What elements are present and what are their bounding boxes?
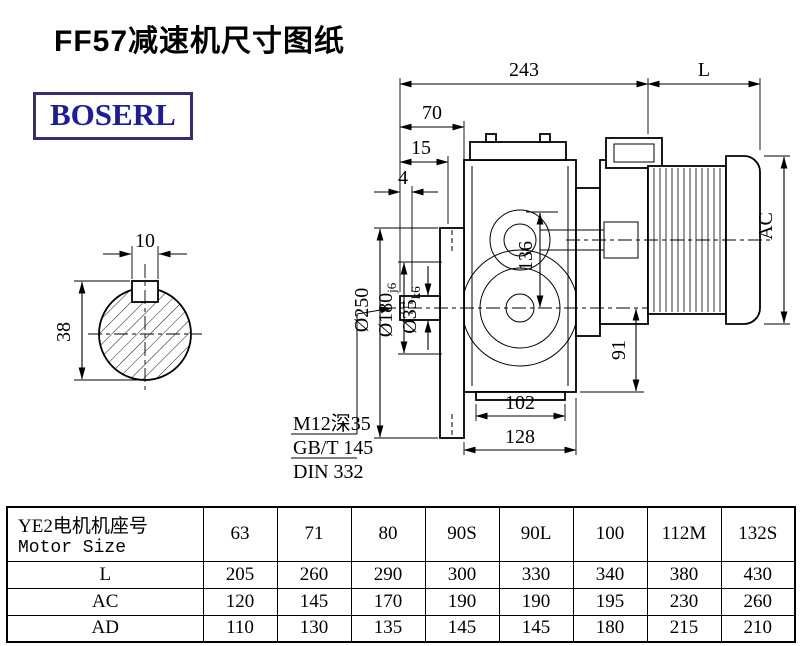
cell: 430 bbox=[720, 560, 796, 589]
motor-view bbox=[540, 137, 761, 337]
dia-250-label: Ø250 bbox=[351, 288, 373, 332]
motor-terminal-box bbox=[605, 137, 663, 169]
cell: 195 bbox=[572, 587, 648, 616]
dimensions: 243 L 70 15 4 Ø250 Ø180j6 Ø35k6 136 91 bbox=[351, 59, 790, 455]
row-label: AD bbox=[6, 614, 204, 643]
table-header-row: YE2电机机座号 Motor Size 63 71 80 90S 90L 100… bbox=[6, 506, 796, 562]
motor-size-col: 90L bbox=[498, 506, 574, 562]
dim-102-label: 102 bbox=[505, 392, 535, 414]
page-title: FF57减速机尺寸图纸 bbox=[54, 25, 346, 58]
cell: 120 bbox=[202, 587, 278, 616]
dim-38-label: 38 bbox=[53, 322, 75, 342]
technical-drawing: 10 38 bbox=[53, 59, 790, 483]
dim-243-label: 243 bbox=[509, 59, 539, 81]
motor-dimension-table-wrap: YE2电机机座号 Motor Size 63 71 80 90S 90L 100… bbox=[6, 506, 796, 643]
cell: 145 bbox=[276, 587, 352, 616]
dia-35-label: Ø35k6 bbox=[399, 286, 423, 334]
cell: 190 bbox=[498, 587, 574, 616]
dim-15-label: 15 bbox=[411, 137, 431, 159]
dim-128-label: 128 bbox=[505, 426, 535, 448]
gear-housing bbox=[463, 159, 577, 393]
motor-size-col: 112M bbox=[646, 506, 722, 562]
shaft-end-view: 10 38 bbox=[53, 230, 202, 392]
cap-screw bbox=[485, 133, 497, 143]
cell: 190 bbox=[424, 587, 500, 616]
note-gbt: GB/T 145 bbox=[293, 437, 373, 459]
dim-AC-label: AC bbox=[755, 212, 777, 240]
motor-dimension-table: YE2电机机座号 Motor Size 63 71 80 90S 90L 100… bbox=[6, 506, 796, 643]
note-din: DIN 332 bbox=[293, 461, 364, 483]
dim-136-label: 136 bbox=[515, 241, 537, 271]
table-row-AC: AC 120 145 170 190 190 195 230 260 bbox=[6, 587, 796, 616]
cell: 210 bbox=[720, 614, 796, 643]
boserl-logo: BOSERL bbox=[33, 92, 193, 140]
header-label-en: Motor Size bbox=[18, 537, 127, 558]
table-row-L: L 205 260 290 300 330 340 380 430 bbox=[6, 560, 796, 589]
note-m12: M12深35 bbox=[293, 412, 371, 435]
motor-size-col: 132S bbox=[720, 506, 796, 562]
motor-size-header-cell: YE2电机机座号 Motor Size bbox=[6, 506, 204, 562]
cell: 170 bbox=[350, 587, 426, 616]
gearbox-main-view bbox=[399, 133, 579, 439]
dim-91-label: 91 bbox=[608, 340, 630, 360]
table-row-AD: AD 110 130 135 145 145 180 215 210 bbox=[6, 614, 796, 643]
cell: 380 bbox=[646, 560, 722, 589]
cell: 215 bbox=[646, 614, 722, 643]
cell: 180 bbox=[572, 614, 648, 643]
cell: 330 bbox=[498, 560, 574, 589]
dim-4-label: 4 bbox=[398, 167, 408, 189]
motor-size-col: 63 bbox=[202, 506, 278, 562]
cell: 230 bbox=[646, 587, 722, 616]
cell: 205 bbox=[202, 560, 278, 589]
cell: 110 bbox=[202, 614, 278, 643]
motor-size-col: 100 bbox=[572, 506, 648, 562]
thread-note: M12深35 GB/T 145 DIN 332 bbox=[291, 306, 393, 483]
motor-adapter-flange bbox=[575, 187, 601, 337]
cell: 135 bbox=[350, 614, 426, 643]
motor-body bbox=[647, 165, 727, 315]
output-flange bbox=[439, 227, 465, 439]
motor-size-col: 71 bbox=[276, 506, 352, 562]
dia-180-label: Ø180j6 bbox=[375, 282, 399, 337]
cell: 260 bbox=[720, 587, 796, 616]
header-label-cn: YE2电机机座号 bbox=[18, 515, 148, 537]
row-label: AC bbox=[6, 587, 204, 616]
cell: 340 bbox=[572, 560, 648, 589]
dim-L-label: L bbox=[698, 59, 710, 81]
cell: 130 bbox=[276, 614, 352, 643]
row-label: L bbox=[6, 560, 204, 589]
cell: 145 bbox=[424, 614, 500, 643]
cell: 290 bbox=[350, 560, 426, 589]
bottom-plate bbox=[475, 391, 566, 401]
intermediate-gear bbox=[489, 209, 551, 271]
cell: 300 bbox=[424, 560, 500, 589]
cap-screw bbox=[539, 133, 551, 143]
dim-10-label: 10 bbox=[135, 230, 155, 252]
housing-cap bbox=[469, 141, 567, 161]
cell: 145 bbox=[498, 614, 574, 643]
cell: 260 bbox=[276, 560, 352, 589]
dim-70-label: 70 bbox=[422, 102, 442, 124]
motor-size-col: 80 bbox=[350, 506, 426, 562]
motor-size-col: 90S bbox=[424, 506, 500, 562]
